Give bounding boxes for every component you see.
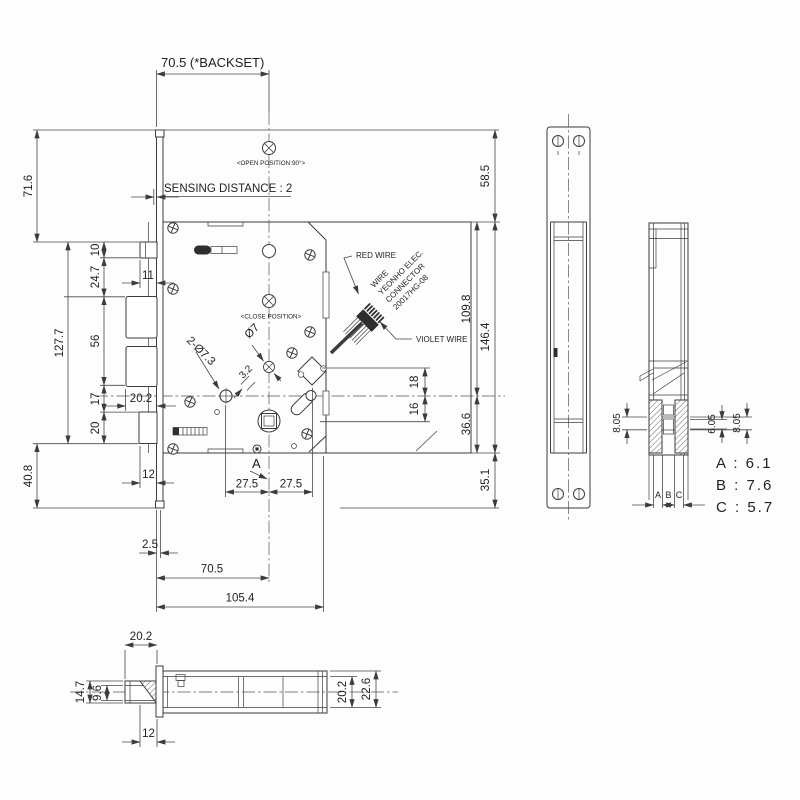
hole-7 bbox=[263, 361, 275, 373]
dim-17: 17 bbox=[90, 393, 102, 406]
legend-c: C : 5.7 bbox=[716, 499, 774, 516]
hole-small-label: Ø7 bbox=[243, 322, 262, 341]
dim-6-05: 6.05 bbox=[707, 414, 718, 434]
screw-icon bbox=[166, 282, 180, 296]
dim-b-20-2r: 20.2 bbox=[337, 681, 349, 703]
svg-text:Ø7: Ø7 bbox=[243, 322, 262, 341]
close-position-label: <CLOSE POSITION> bbox=[241, 314, 302, 321]
dim-b-12: 12 bbox=[142, 728, 155, 740]
legend-b: B : 7.6 bbox=[716, 477, 773, 494]
latch-bolt bbox=[124, 680, 157, 705]
hatch-left bbox=[648, 399, 663, 454]
dim-2-5: 2.5 bbox=[142, 539, 158, 551]
dim-b-20-2: 20.2 bbox=[130, 631, 152, 643]
hole-7-3 bbox=[217, 387, 235, 405]
close-position-indicator bbox=[262, 294, 276, 308]
dim-71-6: 71.6 bbox=[23, 175, 35, 197]
dim-35-1: 35.1 bbox=[480, 469, 492, 491]
dim-b-14-7: 14.7 bbox=[75, 681, 87, 703]
svg-text:2-Ø7.3: 2-Ø7.3 bbox=[184, 335, 217, 368]
dim-b-9-6: 9.6 bbox=[92, 685, 104, 701]
open-position-label: <OPEN POSITION:90°> bbox=[237, 159, 306, 167]
spindle-hub bbox=[257, 409, 281, 433]
left-dimensions: 71.6 40.8 127.7 10 24.7 56 17 20 11 20.2 bbox=[23, 129, 176, 509]
edge-view bbox=[546, 126, 591, 509]
dim-127-7: 127.7 bbox=[54, 329, 66, 358]
open-position-indicator bbox=[262, 141, 276, 155]
dim-24-7: 24.7 bbox=[90, 266, 102, 288]
backset-text: 70.5 (*BACKSET) bbox=[161, 55, 264, 70]
dim-12: 12 bbox=[142, 469, 155, 481]
dim-20: 20 bbox=[90, 422, 102, 435]
bottom-dimensions: 27.5 27.5 12 2.5 70.5 105.4 bbox=[122, 388, 324, 612]
screw-icon bbox=[285, 346, 299, 360]
connector-body bbox=[356, 309, 379, 332]
dim-27-5-right: 27.5 bbox=[280, 479, 302, 491]
wire-harness bbox=[329, 302, 385, 355]
dim-109-8: 109.8 bbox=[461, 295, 473, 324]
dim-16: 16 bbox=[409, 403, 421, 416]
pin-detail bbox=[194, 245, 211, 255]
annotations: SENSING DISTANCE : 2 <OPEN POSITION:90°>… bbox=[163, 159, 467, 480]
screw-icon bbox=[303, 248, 317, 262]
right-dimensions: 58.5 146.4 35.1 109.8 36.6 18 16 bbox=[163, 129, 500, 509]
col-c-label: C bbox=[676, 490, 683, 500]
internal-parts bbox=[166, 141, 327, 456]
main-view bbox=[125, 129, 472, 509]
screw-icon bbox=[183, 395, 197, 409]
dim-36-6: 36.6 bbox=[461, 413, 473, 435]
spring-detail bbox=[172, 427, 208, 436]
latch-cam bbox=[297, 356, 327, 386]
hole-pair-label: 2-Ø7.3 bbox=[184, 335, 217, 368]
dim-8-05-left: 8.05 bbox=[612, 413, 623, 433]
section-view: A B C 8.05 6.05 8.05 A : 6.1 B : 7.6 C :… bbox=[612, 222, 774, 516]
screw-icon bbox=[300, 427, 314, 441]
dim-146-4: 146.4 bbox=[480, 322, 492, 351]
section-a-label: A bbox=[252, 456, 261, 471]
screw-icon bbox=[166, 221, 180, 235]
dim-b-22-6: 22.6 bbox=[361, 678, 373, 700]
dim-56: 56 bbox=[90, 335, 102, 348]
dim-40-8: 40.8 bbox=[23, 465, 35, 487]
dim-11: 11 bbox=[142, 270, 154, 282]
screw-icon bbox=[303, 325, 317, 339]
lock-case bbox=[162, 221, 472, 454]
dim-27-5-left: 27.5 bbox=[236, 479, 258, 491]
sensing-distance-label: SENSING DISTANCE : 2 bbox=[164, 183, 292, 195]
dim-58-5: 58.5 bbox=[480, 165, 492, 187]
col-a-label: A bbox=[655, 490, 661, 500]
dim-70-5: 70.5 bbox=[201, 564, 223, 576]
section-legend: A : 6.1 B : 7.6 C : 5.7 bbox=[716, 455, 774, 516]
dim-18: 18 bbox=[409, 376, 421, 389]
hatch-right bbox=[674, 399, 689, 454]
violet-wire-label: VIOLET WIRE bbox=[416, 335, 467, 344]
red-wire-label: RED WIRE bbox=[356, 251, 396, 260]
dim-10: 10 bbox=[90, 244, 102, 257]
guide-hole bbox=[262, 244, 276, 258]
col-b-label: B bbox=[665, 490, 671, 500]
front-features bbox=[125, 241, 158, 444]
dim-105-4: 105.4 bbox=[226, 593, 255, 605]
sensing-gap-dim bbox=[131, 189, 179, 205]
dim-20-2: 20.2 bbox=[130, 393, 152, 405]
legend-a: A : 6.1 bbox=[716, 455, 773, 472]
dim-8-05-right: 8.05 bbox=[732, 413, 743, 433]
bottom-view: 20.2 14.7 9.6 12 20.2 22.6 bbox=[75, 631, 381, 747]
backset-dimension: 70.5 (*BACKSET) bbox=[156, 55, 270, 127]
